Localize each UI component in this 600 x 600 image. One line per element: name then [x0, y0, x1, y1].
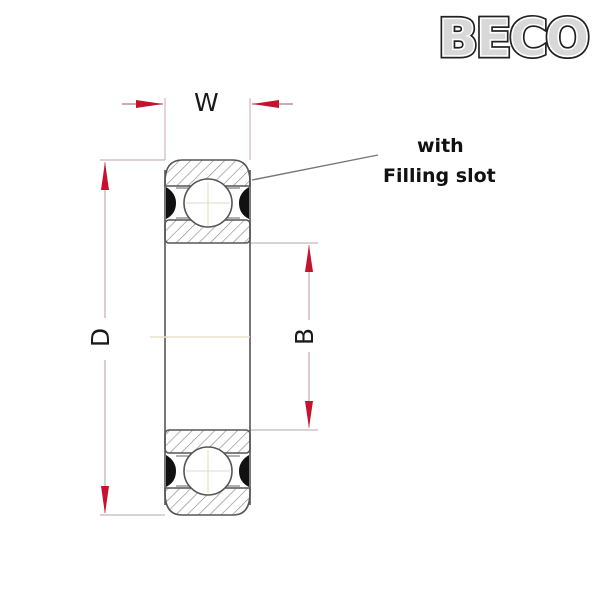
- beco-logo: BECO BECO: [436, 7, 593, 72]
- filling-slot-annotation: with Filling slot: [383, 131, 543, 191]
- arrow-down-icon: [101, 486, 109, 514]
- annotation-line-1: with: [417, 135, 464, 157]
- arrow-up-icon: [305, 245, 313, 272]
- svg-text:BECO: BECO: [438, 9, 588, 69]
- seal-left: [166, 187, 176, 219]
- arrow-down-icon: [305, 401, 313, 428]
- seal-right: [239, 455, 249, 487]
- arrow-up-icon: [101, 162, 109, 190]
- annotation-leader-line: [251, 154, 379, 181]
- upper-bearing-section: [164, 159, 251, 244]
- arrow-right-icon: [136, 100, 163, 108]
- seal-right: [239, 187, 249, 219]
- bore-dimension: [250, 242, 318, 431]
- outer-diameter-dimension: [100, 159, 165, 516]
- width-extension-lines: [164, 98, 251, 160]
- svg-text:BECO: BECO: [438, 9, 588, 69]
- arrow-left-icon: [252, 100, 279, 108]
- annotation-line-2: Filling slot: [383, 165, 496, 187]
- width-label: W: [194, 88, 219, 117]
- lower-bearing-section: [164, 429, 251, 516]
- bore-label: B: [290, 327, 320, 346]
- seal-left: [166, 455, 176, 487]
- width-dimension-arrows: [122, 100, 293, 108]
- outer-diameter-label: D: [86, 327, 116, 348]
